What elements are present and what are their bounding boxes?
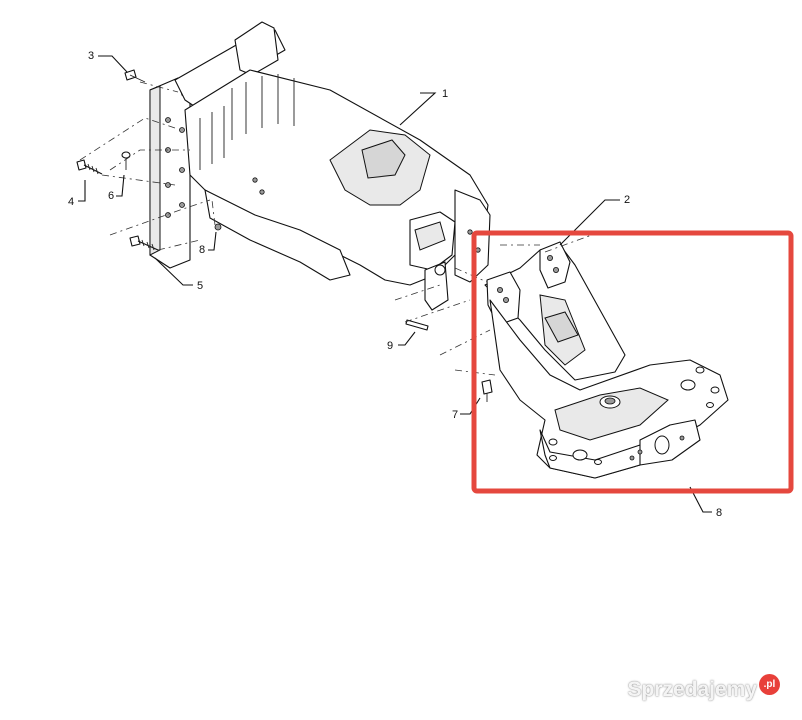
callout-4: 4 (68, 196, 74, 208)
fastener-washer-6 (121, 151, 131, 170)
main-frame-part-1 (149, 21, 491, 311)
fastener-pin-9 (405, 319, 429, 331)
callout-6: 6 (108, 190, 114, 202)
callout-3: 3 (88, 50, 94, 62)
sprzedajemy-watermark: Sprzedajemy.pl (627, 673, 780, 702)
callout-8-lower: 8 (716, 507, 722, 519)
callout-7: 7 (452, 409, 458, 421)
callout-leaders (78, 55, 712, 513)
fastener-bolt-7 (481, 379, 493, 402)
fastener-nut-8-upper (214, 223, 222, 231)
callout-8-upper: 8 (199, 244, 205, 256)
fastener-bolt-3 (124, 69, 146, 83)
callout-numbers: 1 2 3 4 5 6 7 8 8 9 (68, 50, 722, 519)
callout-2: 2 (624, 194, 630, 206)
watermark-text: Sprzedajemy (627, 678, 757, 701)
fastener-bolt-4 (76, 159, 103, 175)
callout-9: 9 (387, 340, 393, 352)
fastener-bolt-5 (129, 235, 159, 251)
watermark-pl-badge: .pl (759, 673, 780, 695)
callout-1: 1 (442, 88, 448, 100)
highlight-frame (471, 230, 794, 494)
front-bracket-part-2 (484, 241, 729, 479)
callout-5: 5 (197, 280, 203, 292)
